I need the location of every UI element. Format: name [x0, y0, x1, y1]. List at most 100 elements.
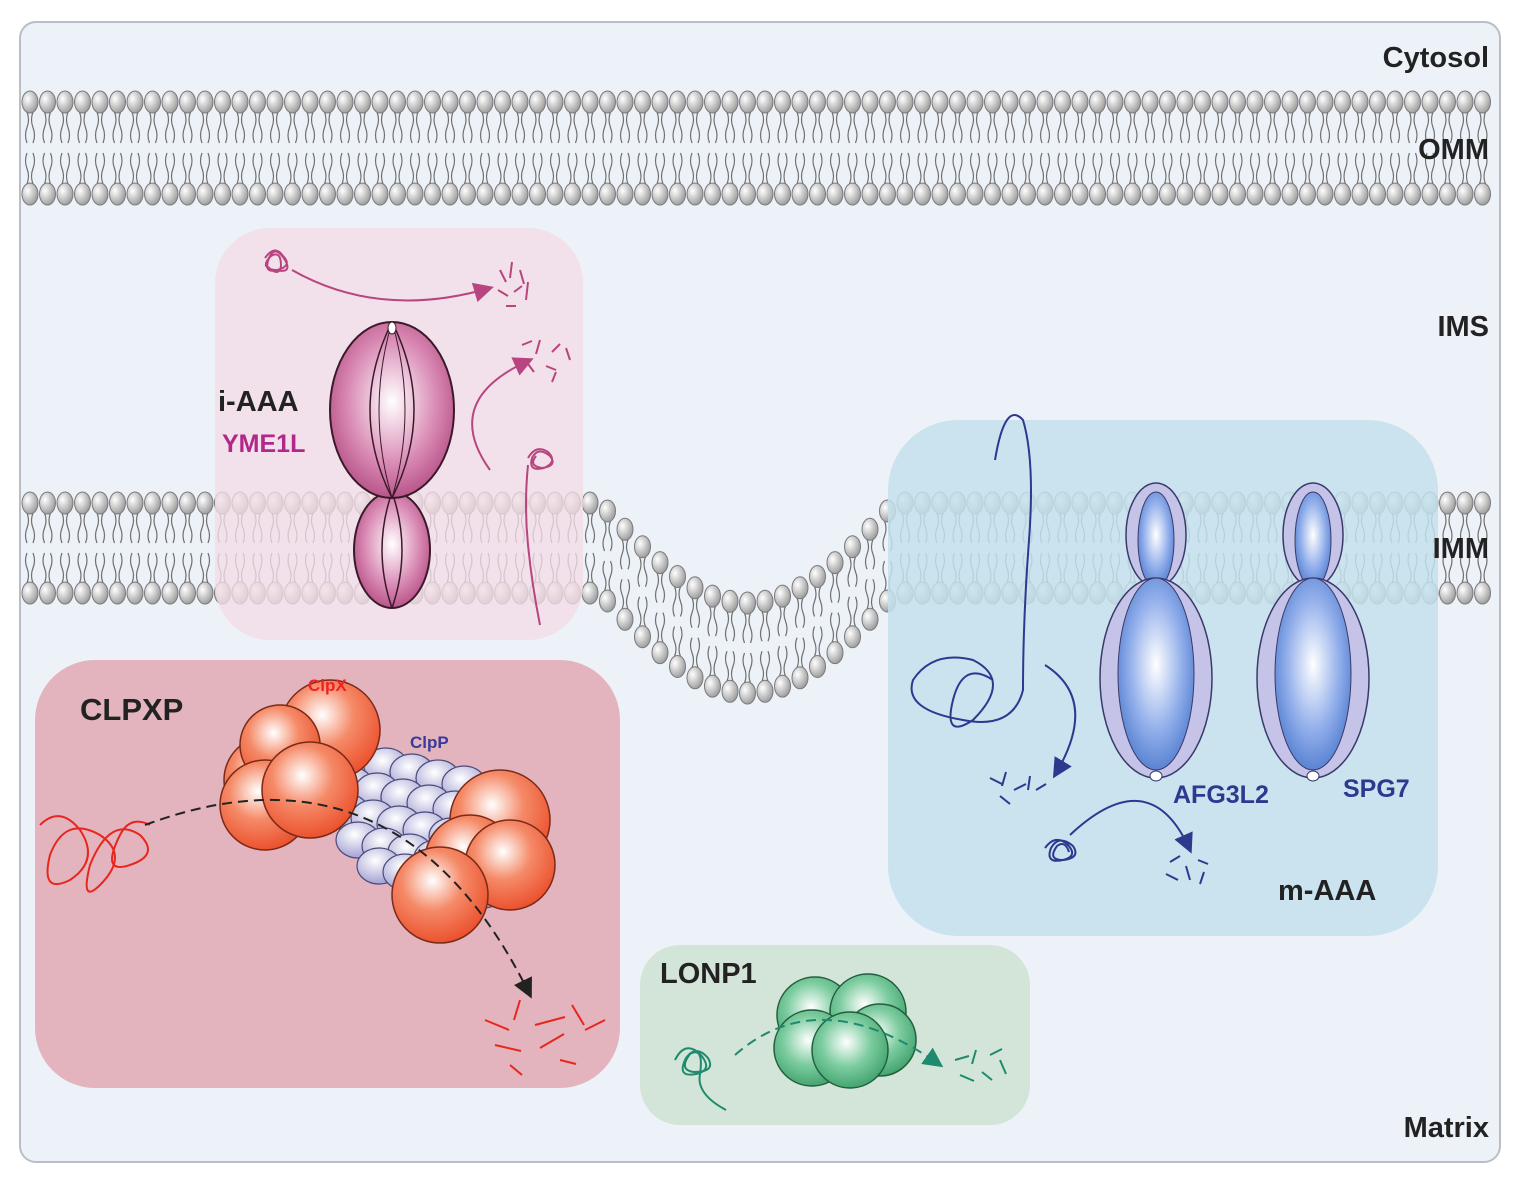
lipid-head: [1404, 182, 1421, 206]
lipid-head: [1019, 182, 1036, 206]
lipid-head: [126, 491, 144, 515]
lipid-head: [599, 499, 616, 523]
lipid-head: [791, 666, 809, 690]
unfolded-substrate-icon: [525, 464, 541, 626]
lipid-head: [844, 90, 861, 114]
degradation-arrow-icon: [144, 798, 532, 999]
lipid-head: [721, 589, 739, 613]
lipid-head: [1176, 90, 1194, 114]
lipid-head: [214, 90, 231, 114]
lipid-head: [1211, 182, 1229, 206]
lipid-head: [1474, 491, 1491, 515]
lipid-head: [1299, 182, 1316, 206]
peptide-fragments-icon: [954, 1048, 1007, 1082]
cytosol-label: Cytosol: [1383, 42, 1489, 74]
lipid-head: [424, 182, 441, 206]
yme1l-label: YME1L: [222, 430, 305, 458]
lipid-head: [39, 90, 56, 114]
lonp1-label: LONP1: [660, 958, 757, 990]
lipid-head: [861, 607, 879, 631]
lipid-head: [844, 535, 861, 559]
lipid-head: [161, 182, 179, 206]
lipid-head: [739, 182, 756, 206]
lipid-head: [651, 90, 669, 114]
lipid-head: [39, 182, 56, 206]
lipid-head: [931, 182, 949, 206]
lipid-head: [1106, 90, 1124, 114]
lipid-head: [371, 90, 389, 114]
lipid-head: [476, 182, 494, 206]
lipid-head: [914, 90, 931, 114]
peptide-fragments-icon: [497, 261, 529, 307]
lipid-head: [74, 581, 91, 605]
lipid-head: [1334, 182, 1351, 206]
lipid-head: [546, 182, 564, 206]
lipid-head: [739, 681, 756, 705]
lipid-head: [634, 90, 651, 114]
lipid-head: [126, 90, 144, 114]
lipid-head: [494, 182, 511, 206]
lipid-head: [21, 182, 39, 206]
lipid-head: [844, 625, 861, 649]
lipid-head: [756, 589, 774, 613]
lipid-head: [1211, 90, 1229, 114]
lipid-head: [319, 90, 336, 114]
lipid-head: [1001, 90, 1019, 114]
lipid-head: [336, 182, 354, 206]
unfolded-substrate-icon: [910, 414, 1032, 728]
lipid-head: [581, 491, 599, 515]
lipid-head: [424, 90, 441, 114]
i-aaa-panel: i-AAA YME1L: [215, 228, 583, 640]
lipid-head: [1474, 90, 1491, 114]
lipid-head: [1141, 90, 1159, 114]
lipid-head: [546, 90, 564, 114]
lipid-head: [284, 182, 301, 206]
lipid-head: [599, 182, 616, 206]
lipid-head: [984, 182, 1001, 206]
lipid-head: [56, 90, 74, 114]
lipid-head: [1089, 182, 1106, 206]
lipid-head: [1369, 90, 1386, 114]
lipid-head: [879, 90, 896, 114]
lipid-head: [74, 182, 91, 206]
lipid-head: [739, 90, 756, 114]
lipid-head: [861, 90, 879, 114]
lipid-head: [1281, 90, 1299, 114]
lipid-head: [441, 182, 459, 206]
lipid-head: [756, 90, 774, 114]
lipid-head: [1456, 182, 1474, 206]
lipid-head: [1386, 182, 1404, 206]
lipid-head: [266, 182, 284, 206]
lipid-head: [1141, 182, 1159, 206]
lipid-head: [1019, 90, 1036, 114]
unfolded-substrate-icon: [1044, 838, 1077, 862]
lipid-head: [1456, 90, 1474, 114]
lipid-head: [109, 491, 126, 515]
m-aaa-panel: AFG3L2 SPG7 m-AAA: [888, 414, 1438, 936]
lipid-head: [1159, 90, 1176, 114]
lipid-head: [949, 90, 966, 114]
lipid-head: [1316, 182, 1334, 206]
lipid-head: [791, 576, 809, 600]
lipid-head: [161, 90, 179, 114]
lipid-head: [319, 182, 336, 206]
degradation-arrow-icon: [1044, 664, 1077, 779]
unfolded-substrate-icon: [264, 249, 289, 273]
lipid-head: [354, 90, 371, 114]
clpx-ring-left: [219, 679, 381, 851]
lipid-head: [144, 581, 161, 605]
clpx-subunit: [391, 846, 489, 944]
lipid-head: [599, 589, 616, 613]
lipid-head: [1456, 581, 1474, 605]
lipid-head: [581, 182, 599, 206]
lipid-head: [879, 182, 896, 206]
lipid-head: [371, 182, 389, 206]
lipid-head: [39, 581, 56, 605]
lipid-head: [1036, 182, 1054, 206]
lipid-head: [1421, 90, 1439, 114]
lipid-head: [809, 182, 826, 206]
lipid-head: [616, 517, 634, 541]
lipid-head: [686, 90, 704, 114]
lipid-head: [179, 581, 196, 605]
lipid-head: [56, 182, 74, 206]
